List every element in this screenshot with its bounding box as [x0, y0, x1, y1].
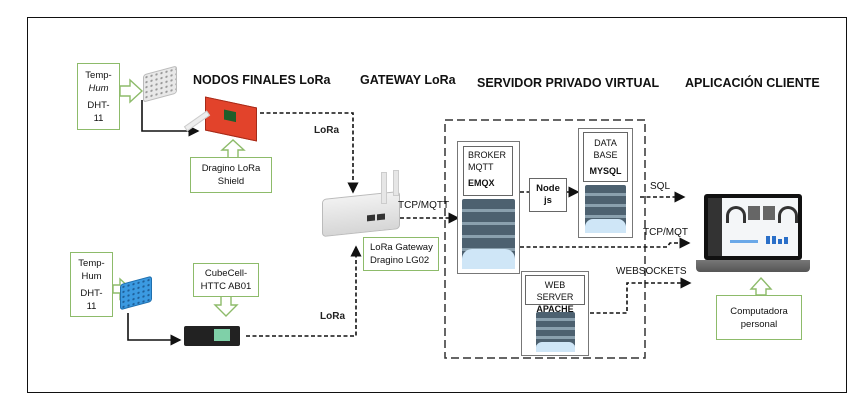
web-rack-icon	[536, 312, 575, 352]
gateway-line1: LoRa Gateway	[370, 242, 433, 253]
web-label-box: WEB SERVER APACHE	[525, 275, 585, 314]
client-line2: personal	[740, 318, 778, 330]
gateway-line2: Dragino LG02	[370, 255, 430, 266]
cubecell-line1: CubeCell-	[204, 268, 248, 279]
sensor1-callout: Temp- Hum DHT- 11	[77, 63, 120, 130]
sensor2-line2: Hum	[81, 270, 102, 282]
laptop-callout-arrow	[749, 276, 773, 296]
gateway-antenna-icon-2	[393, 170, 399, 196]
sensor1-callout-arrow	[119, 78, 144, 104]
shield-line1: Dragino LoRa	[201, 163, 261, 174]
sensor1-line3: DHT-	[87, 99, 110, 111]
heading-client: APLICACIÓN CLIENTE	[685, 76, 820, 90]
sensor2-line1: Temp-	[78, 257, 105, 269]
nodejs-line2: js	[544, 195, 552, 206]
db-rack-icon	[585, 185, 626, 233]
client-line1: Computadora	[730, 305, 788, 317]
lora-badge-2: LoRa	[320, 307, 345, 327]
broker-to-client-link	[520, 237, 691, 249]
web-name: APACHE	[536, 304, 574, 314]
db-label-box: DATA BASE MYSQL	[583, 132, 628, 182]
broker-name: EMQX	[468, 178, 495, 188]
cubecell-board-icon	[184, 326, 240, 346]
db-line1: DATA	[594, 138, 617, 148]
sensor2-callout: Temp- Hum DHT- 11	[70, 252, 113, 317]
lora-badge-1: LoRa	[314, 121, 339, 141]
label-tcp-mqt: TCP/MQT	[643, 227, 688, 238]
cubecell-line2: HTTC AB01	[200, 281, 252, 292]
nodejs-box: Node js	[529, 178, 567, 212]
broker-label-box: BROKER MQTT EMQX	[463, 146, 513, 196]
db-name: MYSQL	[589, 166, 622, 176]
broker-line1: BROKER	[468, 150, 507, 160]
broker-server: BROKER MQTT EMQX	[457, 141, 520, 274]
shield-callout-arrow	[220, 139, 246, 159]
gateway-callout: LoRa Gateway Dragino LG02	[363, 237, 439, 271]
shield-callout: Dragino LoRa Shield	[190, 157, 272, 193]
broker-rack-icon	[462, 199, 515, 269]
client-callout: Computadora personal	[716, 295, 802, 340]
cubecell-callout: CubeCell- HTTC AB01	[193, 263, 259, 297]
heading-end-nodes: NODOS FINALES LoRa	[193, 73, 331, 87]
vps-boundary	[444, 119, 646, 359]
db-line2: BASE	[593, 150, 618, 160]
sensor2-to-cubecell-line	[127, 313, 182, 346]
web-to-client-link	[590, 277, 692, 314]
sensor2-line3: DHT-	[80, 287, 103, 299]
shield-line2: Shield	[217, 176, 245, 187]
database-server: DATA BASE MYSQL	[578, 128, 633, 238]
sensor1-line4: 11	[93, 112, 104, 124]
gateway-antenna-icon	[381, 172, 387, 204]
cubecell-callout-arrow	[213, 295, 239, 317]
web-server: WEB SERVER APACHE	[521, 271, 589, 356]
sensor2-line4: 11	[86, 300, 97, 312]
label-tcp-mqtt: TCP/MQTT	[398, 200, 450, 211]
label-sql: SQL	[650, 181, 671, 192]
sensor1-line1: Temp-	[85, 69, 112, 81]
cubecell-to-gateway-link	[246, 245, 362, 337]
sensor1-to-shield-line	[141, 100, 200, 137]
laptop-icon	[696, 194, 810, 276]
broker-line2: MQTT	[468, 162, 494, 172]
heading-vps: SERVIDOR PRIVADO VIRTUAL	[477, 76, 660, 90]
label-websockets: WEBSOCKETS	[616, 266, 687, 277]
diagram-frame	[27, 17, 847, 393]
shield-to-gateway-link	[260, 112, 359, 194]
heading-gateway: GATEWAY LoRa	[360, 73, 456, 87]
nodejs-line1: Node	[536, 183, 560, 194]
web-line1: WEB SERVER	[536, 280, 574, 302]
sensor1-line2: Hum	[88, 82, 109, 94]
